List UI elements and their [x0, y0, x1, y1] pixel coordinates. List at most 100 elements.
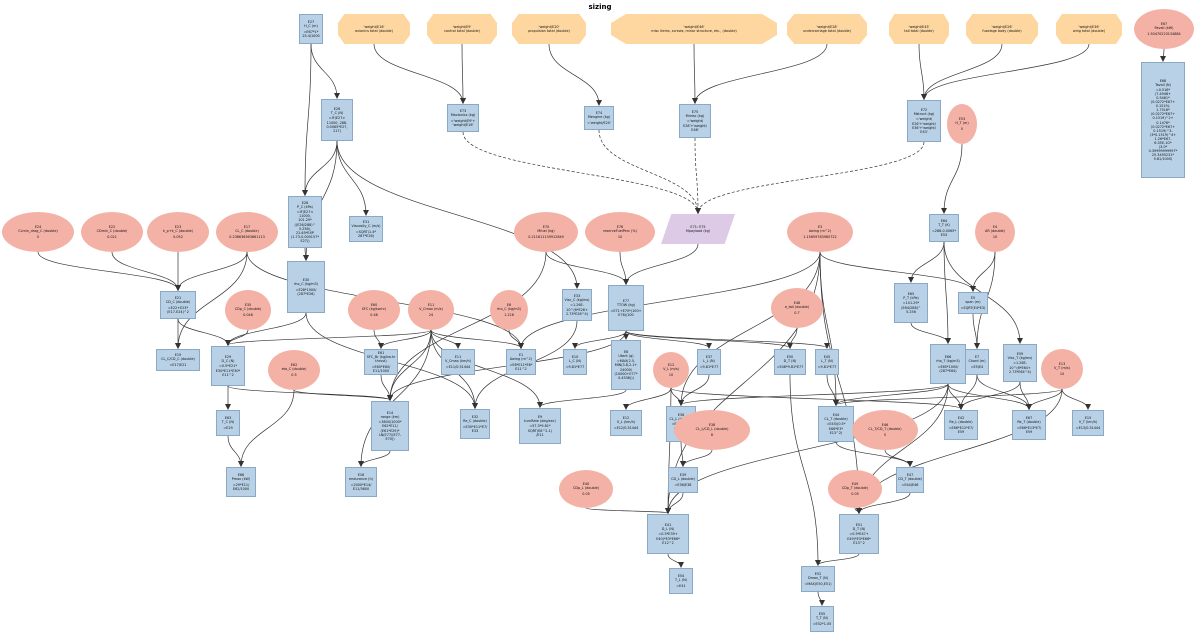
edge-e40-e41 [585, 507, 671, 514]
node-expression: =E67*1* 25.4/1000 [302, 29, 320, 38]
node-expression: 1.15659783980722 [803, 234, 837, 239]
edge-e27-e26 [310, 43, 340, 99]
node-expression: =E36/E38 [674, 482, 692, 487]
node-expression: ='weight/ E26'+'weight/ E36'+'weight/ E4… [912, 117, 936, 134]
node-e40: E40 CDp_L (double)0.05 [559, 470, 613, 508]
node-e22: E22 CDmin_C (double)0.021 [81, 212, 143, 252]
node-w46: 'weight/E46' misc items, screws, minor s… [611, 14, 777, 44]
node-e23: E23 k_p+k_C (double)0.052 [147, 212, 209, 252]
node-label: 'weight/E28' undercarriage total (double… [803, 24, 851, 33]
node-expression: 0.05 [582, 491, 590, 496]
edge-e14-e16 [358, 450, 391, 467]
edge-e63-e69 [227, 435, 244, 467]
node-expression: =E66*E12*E7/ E59 [948, 425, 974, 434]
edge-e13-e44 [833, 388, 1063, 406]
edge-e21-e29 [177, 318, 231, 346]
node-expression: =E48*9.81*E77 [776, 364, 804, 369]
node-e44: E44 CL_T (double)=E45/(0.5* E66*E3* E13^… [818, 406, 854, 442]
node-expression: =MAX(E50,E51) [804, 581, 832, 586]
node-label: E66 rho_T (kg/m3) [936, 355, 960, 364]
node-label: E10 L_C (N) [568, 355, 582, 364]
node-label: E72 Mstruct (kg) [913, 108, 935, 117]
node-e47: E47 CD_T (double)=E44/E46 [896, 467, 924, 493]
edge-e13-e67b [1026, 388, 1063, 410]
node-e49: E49 CDp_T (double)0.05 [828, 470, 882, 508]
node-label: E63 T_C (N) [221, 416, 235, 425]
node-label: 'weight/E20' propulsion total (double) [528, 24, 570, 33]
edge-e3-e5 [819, 251, 976, 292]
edge-e13-e15 [1061, 388, 1091, 410]
node-expression: 0.46 [370, 312, 378, 317]
node-e70: E70 Mfuel (kg)0.211611139912849 [514, 212, 578, 252]
edge-w16-e73 [373, 43, 466, 104]
node-expression: =2000*E14/ E11/3600 [350, 482, 372, 491]
node-e24: E24 CLmin_drag_C (double)0 [2, 212, 74, 252]
node-expression: 1.226 [504, 312, 514, 317]
node-label: E12 V_L (km/h) [616, 416, 636, 425]
edge-e75-e71 [694, 137, 701, 214]
node-e30: E30 rho_C (kg/m3)=E28*1000/ (287*E26) [287, 261, 325, 313]
node-e38: E38 CL_L/CD_L (double)8 [674, 410, 750, 450]
node-expression: =IF(E27< 11000, 101.29* ((E26/288)^ 5.25… [291, 210, 319, 243]
node-e54: E54 T_L (N)=E41 [669, 568, 693, 594]
node-e67b: E67 Re_T (double)=E66*E13*E7/ E59 [1012, 410, 1046, 440]
node-label: E39 CD_L (double) [671, 473, 695, 482]
node-label: E60 SFC (kg/kw.hr) [361, 303, 387, 312]
node-w9: 'weight/E9' control total (double) [427, 14, 497, 44]
node-expression: =0.516* (7.4948+ 0.5461* (0.0272*E67+ 0.… [1148, 87, 1178, 162]
node-expression: 0.238636363661113 [229, 234, 265, 239]
node-w43: 'weight/E43' tail total (double) [889, 14, 949, 44]
node-expression: =SQRT(E4*E3) [960, 305, 986, 310]
edge-w46-e75 [691, 43, 698, 104]
node-label: E77 TTOW (kg) [617, 299, 635, 308]
node-e52: E52 Dmax_T (N)=MAX(E50,E51) [801, 566, 835, 592]
edge-e17-e19 [175, 251, 248, 349]
edge-e50-e52 [789, 374, 821, 566]
node-expression: =E45/(0.5* E66*E3* E13^2) [826, 422, 846, 435]
node-label: E15 V_T (km/h) [1078, 416, 1098, 425]
node-expression: =9.81*E77 [699, 364, 719, 369]
node-label: E28 P_C (kPa) [297, 201, 313, 210]
node-expression: =E12/0.51444 [613, 425, 639, 430]
node-label: E19 CL_C/CD_C (double) [161, 353, 195, 362]
node-expression: =57.3*9.81* SQRT(E8^2-1) /E11 [527, 424, 553, 437]
edge-e38-e39 [680, 449, 713, 467]
node-label: E9 turnRate (deg/sec) [524, 415, 556, 424]
node-e71: E71: E75 Mpayload (kg) [661, 214, 735, 244]
node-label: E47 CD_T (double) [897, 473, 923, 482]
edge-e45-e44 [826, 374, 839, 406]
node-label: E30 rho_C (kg/m3) [293, 278, 319, 287]
node-e55: E55 T_T (N)=E52*1.05 [810, 606, 834, 632]
node-expression: =0.5*E21* E30*E11*E30* E11^2 [215, 364, 241, 377]
node-label: E74 Mengine (kg) [587, 111, 611, 120]
edge-e27-e28 [302, 43, 312, 196]
node-e4: E4 AR (double)10 [975, 212, 1015, 252]
node-label: E8 Utent (g) [618, 350, 634, 359]
node-label: E51 D_T (N) [852, 523, 866, 532]
node-expression: 10 [668, 372, 674, 377]
node-expression: 0.7 [794, 310, 800, 315]
node-e66: E66 rho_T (kg/m3)=E65*1000/ (287*E64) [930, 344, 966, 384]
node-label: E3 Awing (m^2) [808, 225, 832, 234]
node-e8: E8 Utent (g)=MAX(2.5, MIN(3.8,2.1+ 24000… [611, 340, 641, 390]
node-expression: =288-0.0065* E53 [931, 228, 957, 237]
node-expression: 0.05 [851, 491, 859, 496]
edge-e73-e71 [462, 131, 701, 214]
node-label: E6 rho_C (kg/m3) [496, 303, 522, 312]
node-e60: E60 SFC (kg/kw.hr)0.46 [348, 290, 400, 330]
node-w36: 'weight/E36' wing total (double) [1056, 14, 1122, 44]
node-label: E11 V_Cmax (m/s) [419, 303, 443, 312]
node-label: E68 Tavail (N) [1155, 78, 1171, 87]
node-expression: ='weight/ E28'+'weight/ E46' [683, 119, 707, 132]
edge-e3-e51 [819, 251, 862, 514]
node-expression: =E6*E11*E6* E11^2 [509, 362, 533, 371]
node-e59: E59 Visc_T (kg/ms)=1.26E- 10^(6*E64+ 2.7… [1003, 344, 1037, 382]
node-expression: =1.26E- 10^(6*E26+ 2.73*E26^4) [565, 303, 589, 316]
node-label: E7 Chord (m) [968, 355, 986, 364]
node-label: E27 H_C (m) [304, 20, 318, 29]
node-w26: 'weight/E26' fuselage body (double) [966, 14, 1038, 44]
node-expression: =29*E11/ E62/1000 [232, 482, 250, 491]
node-e76: E76 reserveFuelPerc (%)10 [585, 212, 655, 252]
node-label: E50 D_T (N) [783, 355, 797, 364]
node-e6: E6 rho_C (kg/m3)1.226 [490, 290, 528, 330]
